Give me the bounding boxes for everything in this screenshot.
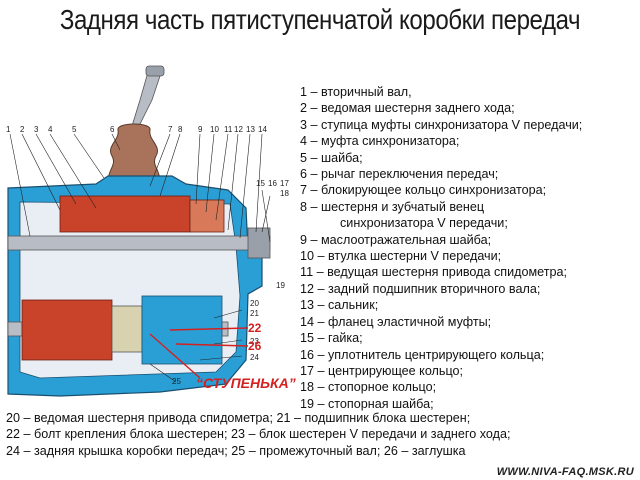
output-flange <box>247 227 271 259</box>
legend-item: 18 – стопорное кольцо; <box>300 380 437 395</box>
right-part-numbers: 15 16 17 18 19 20 21 <box>250 179 289 318</box>
part-number-16: 16 <box>268 179 277 188</box>
bottom-legend: 20 – ведомая шестерня привода спидометра… <box>6 410 636 459</box>
leader-lines <box>9 133 271 383</box>
part-number-21: 21 <box>250 309 259 318</box>
part-number-9: 9 <box>198 125 203 134</box>
part-number-17: 17 <box>280 179 289 188</box>
part-number-2: 2 <box>20 125 25 134</box>
part-number-20: 20 <box>250 299 259 308</box>
output-shaft <box>7 235 271 251</box>
part-number-19: 19 <box>276 281 285 290</box>
legend-item: 11 – ведущая шестерня привода спидометра… <box>300 265 568 280</box>
legend-item: 5 – шайба; <box>300 150 363 165</box>
legend-item: 17 – центрирующее кольцо; <box>300 363 464 378</box>
fifth-gear-upper <box>59 195 191 233</box>
bearing-lower <box>111 305 143 353</box>
part-number-11: 11 <box>224 125 233 134</box>
part-number-13: 13 <box>246 125 255 134</box>
legend-item: 8 – шестерня и зубчатый венец <box>300 199 485 214</box>
part-number-12: 12 <box>234 125 243 134</box>
legend-item: 19 – стопорная шайба; <box>300 396 434 411</box>
part-number-26-highlight: 26 <box>248 339 262 353</box>
legend-item: 1 – вторичный вал, <box>300 85 412 99</box>
legend-item: 7 – блокирующее кольцо синхронизатора; <box>300 183 547 198</box>
legend-item: 9 – маслоотражательная шайба; <box>300 232 492 247</box>
part-number-5: 5 <box>72 125 77 134</box>
part-number-15: 15 <box>256 179 265 188</box>
part-number-3: 3 <box>34 125 39 134</box>
part-number-25: 25 <box>172 377 181 386</box>
highlight-arrows <box>149 327 249 379</box>
bottom-legend-line: 22 – болт крепления блока шестерен; 23 –… <box>6 427 511 442</box>
part-number-14: 14 <box>258 125 267 134</box>
legend-item: 10 – втулка шестерни V передачи; <box>300 249 502 264</box>
legend-item: 3 – ступица муфты синхронизатора V перед… <box>300 117 583 132</box>
part-number-4: 4 <box>48 125 53 134</box>
lower-part-numbers: 23 24 25 <box>172 337 259 386</box>
legend-item: 13 – сальник; <box>300 298 379 313</box>
legend-item: синхронизатора V передачи; <box>340 216 508 231</box>
part-number-22-highlight: 22 <box>248 321 262 335</box>
part-number-8: 8 <box>178 125 183 134</box>
bottom-legend-line: 20 – ведомая шестерня привода спидометра… <box>6 411 471 425</box>
legend-item: 12 – задний подшипник вторичного вала; <box>300 281 541 296</box>
part-number-7: 7 <box>168 125 173 134</box>
legend-item: 4 – муфта синхронизатора; <box>300 134 460 149</box>
top-part-numbers: 1 2 3 4 5 6 7 8 9 10 11 12 13 14 <box>6 125 267 134</box>
legend-item: 16 – уплотнитель центрирующего кольца; <box>300 347 545 362</box>
page-title: Задняя часть пятиступенчатой коробки пер… <box>59 4 581 35</box>
lever-boot <box>108 123 160 187</box>
part-number-24: 24 <box>250 353 259 362</box>
gear-block-lower <box>21 299 113 361</box>
legend-item: 15 – гайка; <box>300 331 363 346</box>
part-number-6: 6 <box>110 125 115 134</box>
site-url: WWW.NIVA-FAQ.MSK.RU <box>496 466 634 478</box>
step-label: “СТУПЕНЬКА” <box>196 375 296 391</box>
bottom-legend-line: 24 – задняя крышка коробки передач; 25 –… <box>6 443 466 458</box>
part-number-23: 23 <box>250 337 259 346</box>
legend-item: 14 – фланец эластичной муфты; <box>300 314 492 329</box>
part-number-10: 10 <box>210 125 219 134</box>
part-number-1: 1 <box>6 125 11 134</box>
part-number-18: 18 <box>280 189 289 198</box>
parts-legend: 1 – вторичный вал, 2 – ведомая шестерня … <box>300 84 640 412</box>
gear-shift-lever <box>131 65 165 127</box>
legend-item: 2 – ведомая шестерня заднего хода; <box>300 101 515 116</box>
legend-item: 6 – рычаг переключения передач; <box>300 167 499 182</box>
